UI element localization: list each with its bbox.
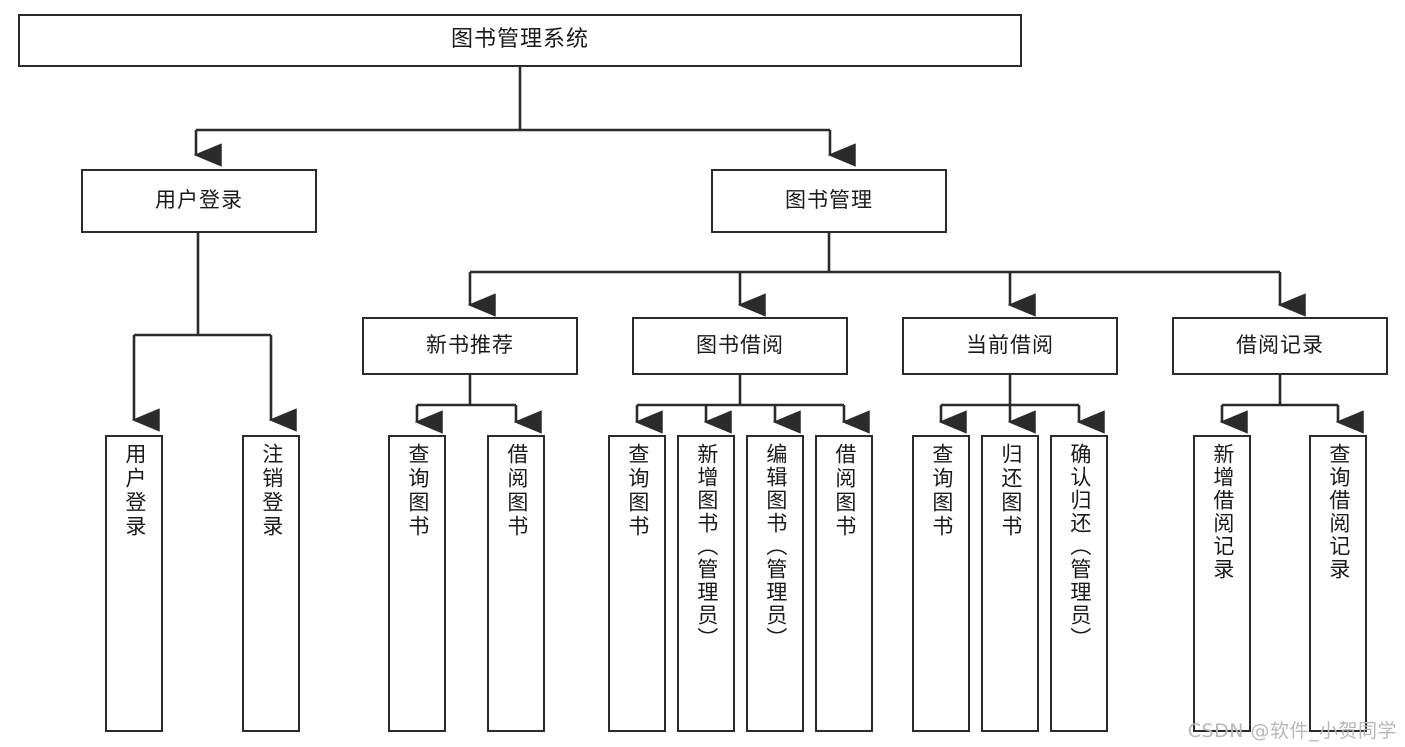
node-current-borrow-label: 当前借阅 bbox=[966, 333, 1054, 358]
node-leaf-add-record-label: 新增借阅记录 bbox=[1210, 443, 1235, 581]
node-leaf-user-login[interactable]: 用户登录 bbox=[105, 435, 163, 732]
node-user-login[interactable]: 用户登录 bbox=[81, 169, 317, 233]
node-leaf-user-login-label: 用户登录 bbox=[122, 443, 147, 539]
watermark: CSDN @软件_小贺同学 bbox=[1187, 720, 1397, 742]
node-leaf-query-book-2[interactable]: 查询图书 bbox=[608, 435, 666, 732]
node-new-book-recommend[interactable]: 新书推荐 bbox=[362, 317, 578, 375]
node-user-login-label: 用户登录 bbox=[155, 188, 243, 213]
node-borrow-record[interactable]: 借阅记录 bbox=[1172, 317, 1388, 375]
node-book-borrow[interactable]: 图书借阅 bbox=[632, 317, 848, 375]
node-leaf-add-book-label: 新增图书（管理员） bbox=[694, 443, 719, 650]
node-book-borrow-label: 图书借阅 bbox=[696, 333, 784, 358]
node-leaf-confirm-return[interactable]: 确认归还（管理员） bbox=[1050, 435, 1108, 732]
node-leaf-borrow-book-1[interactable]: 借阅图书 bbox=[487, 435, 545, 732]
node-current-borrow[interactable]: 当前借阅 bbox=[902, 317, 1118, 375]
node-leaf-borrow-book-1-label: 借阅图书 bbox=[504, 443, 529, 539]
node-leaf-confirm-return-label: 确认归还（管理员） bbox=[1067, 443, 1092, 650]
node-root-label: 图书管理系统 bbox=[450, 27, 589, 53]
node-leaf-add-record[interactable]: 新增借阅记录 bbox=[1193, 435, 1251, 732]
node-leaf-edit-book[interactable]: 编辑图书（管理员） bbox=[746, 435, 804, 732]
node-book-management-label: 图书管理 bbox=[785, 188, 873, 213]
node-leaf-query-book-2-label: 查询图书 bbox=[625, 443, 650, 539]
node-leaf-logout-login-label: 注销登录 bbox=[259, 443, 284, 539]
node-root[interactable]: 图书管理系统 bbox=[18, 14, 1022, 67]
node-leaf-borrow-book-2[interactable]: 借阅图书 bbox=[815, 435, 873, 732]
node-leaf-return-book-label: 归还图书 bbox=[998, 443, 1023, 539]
node-leaf-add-book[interactable]: 新增图书（管理员） bbox=[677, 435, 735, 732]
node-leaf-query-book-1-label: 查询图书 bbox=[405, 443, 430, 539]
node-borrow-record-label: 借阅记录 bbox=[1236, 333, 1324, 358]
node-leaf-query-book-3-label: 查询图书 bbox=[929, 443, 954, 539]
node-new-book-recommend-label: 新书推荐 bbox=[426, 333, 514, 358]
node-leaf-query-record-label: 查询借阅记录 bbox=[1326, 443, 1351, 581]
node-leaf-return-book[interactable]: 归还图书 bbox=[981, 435, 1039, 732]
node-leaf-logout-login[interactable]: 注销登录 bbox=[242, 435, 300, 732]
node-book-management[interactable]: 图书管理 bbox=[711, 169, 947, 233]
node-leaf-edit-book-label: 编辑图书（管理员） bbox=[763, 443, 788, 650]
node-leaf-query-book-3[interactable]: 查询图书 bbox=[912, 435, 970, 732]
node-leaf-query-book-1[interactable]: 查询图书 bbox=[388, 435, 446, 732]
node-leaf-borrow-book-2-label: 借阅图书 bbox=[832, 443, 857, 539]
node-leaf-query-record[interactable]: 查询借阅记录 bbox=[1309, 435, 1367, 732]
